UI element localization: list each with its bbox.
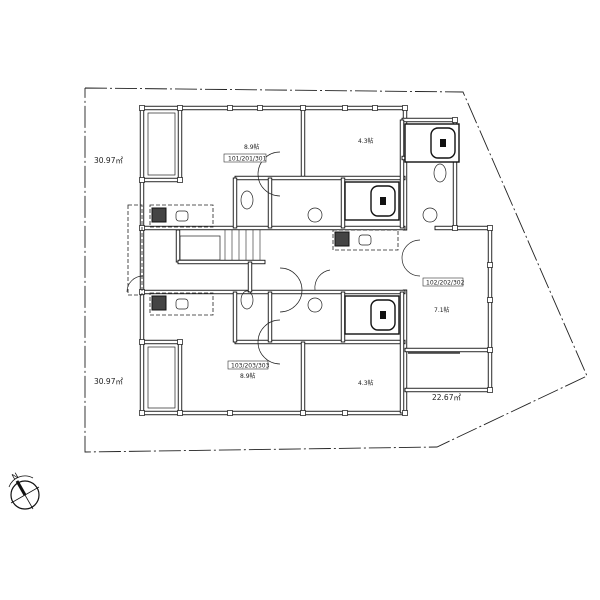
column [300,410,306,416]
column [487,262,493,268]
toilet-icon [240,190,254,210]
wall [232,177,238,229]
site-area-label-upper-left: 30.97㎡ [94,156,123,165]
wall [404,347,491,353]
door-swing [401,239,421,259]
column [177,410,183,416]
door-swing [314,269,331,291]
wall [141,339,181,345]
column [372,105,378,111]
wall [177,107,183,181]
wall [340,177,346,229]
site-boundary [84,87,588,453]
room-size-label: 8.9帖 [244,143,260,151]
balcony [147,346,176,409]
site-area-label-right: 22.67㎡ [432,393,461,402]
wall [300,341,306,414]
door-swing [279,267,303,313]
kitchen-counter [149,204,214,228]
column [487,347,493,353]
column [139,339,145,345]
kitchen-counter [149,292,214,316]
wall [177,259,266,265]
balcony [147,112,176,176]
room-size-label: 4.3帖 [358,137,374,145]
entrance-porch [127,204,143,296]
door-swing [257,319,281,365]
wall [399,291,405,414]
column [300,105,306,111]
wall [247,261,253,293]
sink-icon [175,210,189,222]
wall [234,339,406,345]
site-area-label-lower-left: 30.97㎡ [94,377,123,386]
wall [177,341,183,414]
building-walls [139,105,493,416]
column [342,410,348,416]
column [257,105,263,111]
door-swing [257,151,281,197]
column [227,410,233,416]
washbasin-icon [422,207,438,223]
wall [141,177,181,183]
washbasin-icon [307,297,323,313]
wall [404,387,491,393]
sink-icon [358,234,372,246]
column [177,177,183,183]
washbasin-icon [307,207,323,223]
wall [232,291,238,343]
room-size-label: 7.1帖 [434,306,450,314]
stove-icon [334,231,350,247]
column [139,410,145,416]
door-swing [401,257,421,277]
column [227,105,233,111]
column [452,117,458,123]
fixtures [126,112,460,409]
column [452,225,458,231]
room-size-label: 8.9帖 [240,372,256,380]
door-swing [126,275,144,293]
column [402,105,408,111]
staircase [179,235,221,261]
north-label: N [10,471,20,482]
wall [267,177,273,229]
column [177,105,183,111]
wall [487,227,493,391]
column [139,105,145,111]
column [139,177,145,183]
room-size-label: 4.3帖 [358,379,374,387]
wall [434,225,491,231]
sink-icon [175,298,189,310]
column [487,297,493,303]
column [487,225,493,231]
kitchen-counter [332,229,399,251]
toilet-icon [240,290,254,310]
column [402,410,408,416]
stove-icon [151,207,167,223]
wall [234,175,406,181]
unit-number-tag: 101/201/301 [228,156,267,163]
wall [267,291,273,343]
wall [340,291,346,343]
toilet-icon [433,163,447,183]
column [177,339,183,345]
north-compass-icon: N [8,471,40,510]
unit-number-tag: 102/202/302 [426,280,465,287]
unit-number-tag: 103/203/303 [231,363,270,370]
wall [401,117,456,123]
stove-icon [151,295,167,311]
column [487,387,493,393]
column [342,105,348,111]
wall [399,119,405,229]
wall [300,107,306,179]
wall [175,229,181,263]
